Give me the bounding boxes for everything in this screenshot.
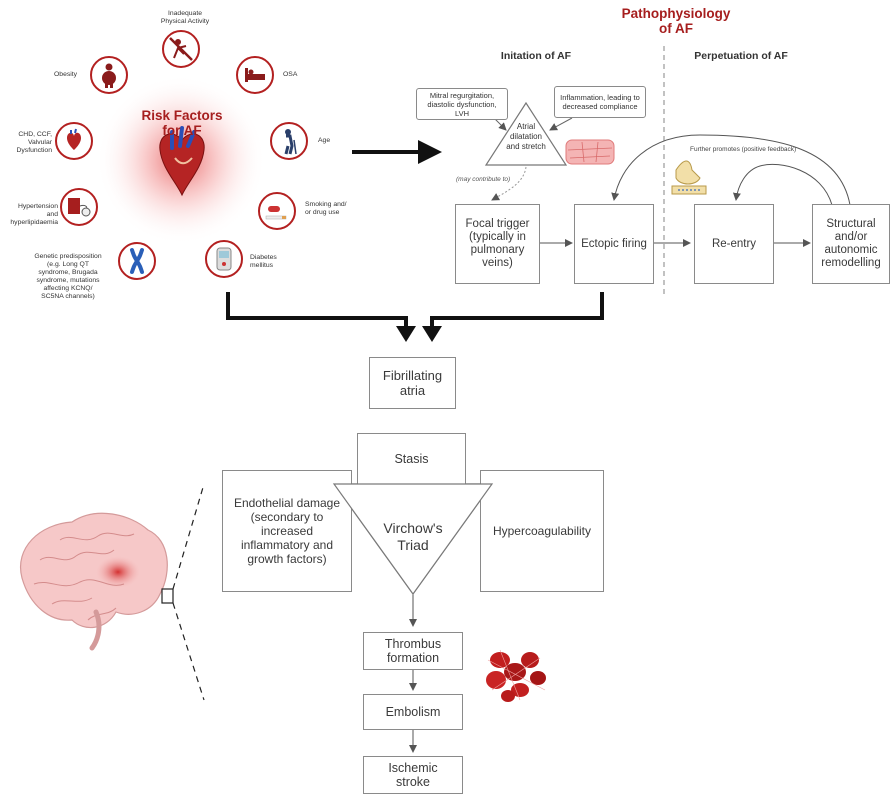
note-inflammation: Inflammation, leading to decreased compl…: [554, 86, 646, 118]
box-embolism: Embolism: [363, 694, 463, 730]
stasis-label: Stasis: [394, 452, 429, 466]
label-age: Age: [318, 137, 331, 144]
blood-clot-illustration: [486, 649, 546, 702]
virchow-label: Virchow's Triad: [383, 520, 443, 553]
note-mitral: Mitral regurgitation, diastolic dysfunct…: [416, 88, 508, 120]
label-osa: OSA: [283, 71, 298, 78]
elderly-person-icon: [270, 122, 308, 160]
person-icon: [90, 56, 128, 94]
arrow-note-left: [493, 117, 507, 131]
arrow-risk-to-fibrillating: [226, 292, 416, 342]
label-obesity: Obesity: [54, 71, 78, 78]
label-hypertension: Hypertension and hyperlipidaemia: [10, 203, 58, 226]
chromosome-icon: [118, 242, 156, 280]
sleep-bed-icon: [236, 56, 274, 94]
label-physical-activity: Inadequate Physical Activity: [160, 10, 210, 25]
inactivity-icon: [162, 30, 200, 68]
zoom-line-top: [172, 483, 205, 590]
box-stasis: Stasis: [357, 433, 466, 485]
patho-title-line2: of AF: [659, 21, 693, 36]
blood-pressure-icon: [60, 188, 98, 226]
box-hypercoagulability: Hypercoagulability: [480, 470, 604, 592]
label-smoking: Smoking and/ or drug use: [305, 201, 347, 216]
box-fibrillating-atria: Fibrillating atria: [369, 357, 456, 409]
box-thrombus: Thrombus formation: [363, 632, 463, 670]
heart-icon: [55, 122, 93, 160]
initiation-heading: Initation of AF: [500, 50, 572, 62]
arrow-feedback-inner: [732, 163, 833, 206]
atrial-tissue-illustration: [565, 139, 615, 165]
risk-title-line2: for AF: [162, 123, 202, 138]
synapse-illustration: [671, 160, 707, 195]
glucose-meter-icon: [205, 240, 243, 278]
arrow-feedback-outer: [611, 134, 851, 206]
label-genetic: Genetic predisposition (e.g. Long QT syn…: [34, 253, 102, 300]
box-structural: Structural and/or autonomic remodelling: [812, 204, 890, 284]
cigarette-pill-icon: [258, 192, 296, 230]
heart-illustration: [159, 126, 205, 197]
label-diabetes: Diabetes mellitus: [250, 254, 277, 269]
patho-title-line1: Pathophysiology: [621, 6, 731, 21]
risk-title: Risk Factors for AF: [120, 108, 244, 138]
arrow-patho-to-fibrillating: [422, 292, 604, 342]
label-chd: CHD, CCF, Valvular Dysfunction: [16, 131, 52, 154]
box-ischemic-stroke: Ischemic stroke: [363, 756, 463, 794]
atrial-triangle: [484, 101, 568, 166]
brain-illustration: [19, 512, 168, 651]
box-reentry: Re-entry: [694, 204, 774, 284]
zoom-marker: [161, 588, 174, 604]
atrial-triangle-label: Atrial dilatation and stretch: [506, 122, 546, 151]
box-endothelial: Endothelial damage (secondary to increas…: [222, 470, 352, 592]
perpetuation-heading: Perpetuation of AF: [694, 50, 788, 62]
arrow-risk-to-patho: [352, 140, 442, 164]
feedback-label: Further promotes (positive feedback): [690, 146, 797, 153]
patho-title: Pathophysiology of AF: [596, 6, 756, 36]
arrow-note-right: [549, 117, 573, 131]
box-ectopic-firing: Ectopic firing: [574, 204, 654, 284]
zoom-line-bottom: [172, 602, 205, 701]
risk-title-line1: Risk Factors: [141, 108, 223, 123]
box-focal-trigger: Focal trigger (typically in pulmonary ve…: [455, 204, 540, 284]
arrow-may-contribute: [491, 166, 527, 201]
may-contribute-label: (may contribute to): [456, 176, 511, 183]
